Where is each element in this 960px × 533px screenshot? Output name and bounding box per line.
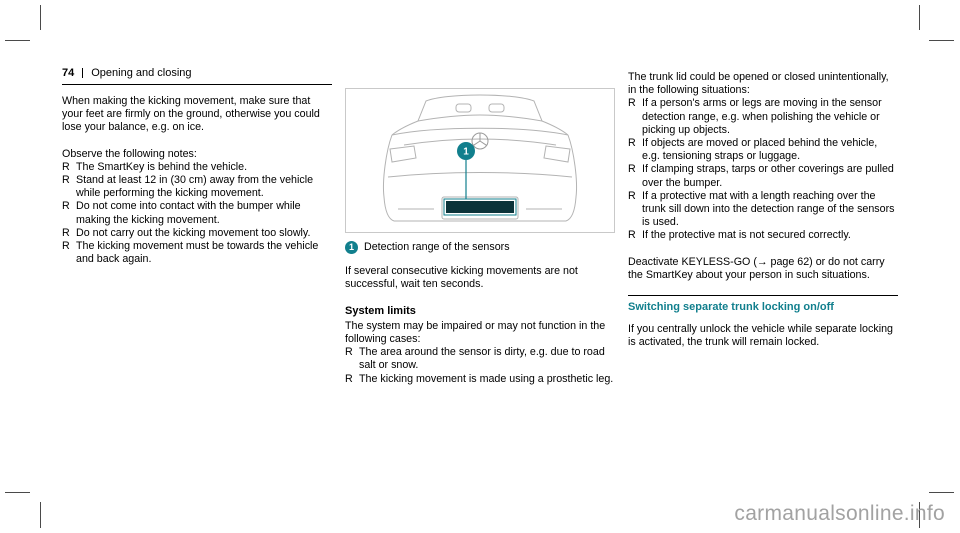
list-item-text: If clamping straps, tarps or other cover… (642, 163, 894, 189)
list-item-text: The area around the sensor is dirty, e.g… (359, 346, 605, 372)
head-restraint-left (455, 103, 472, 113)
callout-1-badge (457, 142, 475, 160)
crop-mark (929, 40, 954, 41)
list-item-text: If a protective mat with a length reachi… (642, 189, 895, 229)
crop-mark (919, 5, 920, 30)
figure-caption-text: Detection range of the sensors (364, 241, 510, 253)
bullet-marker: R (62, 240, 70, 253)
list-item: R The kicking movement is made using a p… (345, 373, 615, 386)
subsection-heading: Switching separate trunk locking on/off (628, 295, 898, 314)
chapter-title: Opening and closing (91, 67, 192, 79)
taillight-right (543, 145, 571, 163)
list-item-text: Stand at least 12 in (30 cm) away from t… (76, 174, 314, 200)
figure-caption: 1 Detection range of the sensors (345, 241, 615, 254)
list-item: R If objects are moved or placed behind … (628, 137, 898, 163)
crop-mark (919, 502, 920, 528)
list-item: R The area around the sensor is dirty, e… (345, 346, 615, 372)
crop-mark (40, 502, 41, 528)
paragraph: The system may be impaired or may not fu… (345, 319, 606, 346)
column-right: The trunk lid could be opened or closed … (628, 71, 898, 363)
body-left (383, 134, 395, 222)
list-item: R If a person's arms or legs are moving … (628, 97, 898, 137)
callout-1-badge: 1 (345, 241, 358, 254)
mercedes-star-icon (471, 132, 489, 150)
shoulder-line (391, 127, 569, 136)
list-item-text: The SmartKey is behind the vehicle. (76, 160, 248, 173)
page-header: 74 Opening and closing (62, 67, 332, 85)
bullet-list: R The SmartKey is behind the vehicle. R … (62, 161, 332, 267)
bullet-marker: R (62, 174, 70, 187)
bullet-marker: R (628, 229, 636, 242)
spacer (628, 243, 898, 256)
list-item: R If clamping straps, tarps or other cov… (628, 163, 898, 189)
bullet-marker: R (628, 137, 636, 150)
list-item: R If the protective mat is not secured c… (628, 229, 898, 242)
detection-range-outline (443, 198, 517, 216)
list-item-text: Do not carry out the kicking movement to… (76, 226, 311, 239)
crop-mark (5, 492, 30, 493)
list-item-text: Do not come into contact with the bumper… (76, 200, 301, 226)
list-item: R The SmartKey is behind the vehicle. (62, 161, 332, 174)
paragraph: Deactivate KEYLESS-GO (→ page 62) or do … (628, 255, 885, 281)
list-item: R Stand at least 12 in (30 cm) away from… (62, 174, 332, 200)
header-divider (82, 68, 84, 78)
list-item: R Do not come into contact with the bump… (62, 200, 332, 226)
column-middle: 1 Detection range of the sensors If seve… (345, 241, 615, 386)
crop-mark (40, 5, 41, 30)
head-restraint-right (488, 103, 505, 113)
paragraph: When making the kicking movement, make s… (62, 95, 320, 134)
page-number: 74 (62, 67, 75, 79)
car-rear-illustration: 1 (383, 94, 577, 222)
crop-mark (929, 492, 954, 493)
bullet-marker: R (62, 200, 70, 213)
list-item-text: If the protective mat is not secured cor… (642, 229, 851, 242)
bullet-marker: R (628, 189, 636, 202)
section-heading: System limits (345, 304, 416, 317)
license-plate (441, 196, 519, 220)
list-item-text: The kicking movement is made using a pro… (359, 372, 614, 385)
paragraph: Observe the following notes: (62, 147, 197, 160)
list-item-text: If a person's arms or legs are moving in… (642, 97, 882, 136)
crop-mark (5, 40, 30, 41)
bullet-list: R If a person's arms or legs are moving … (628, 97, 898, 242)
list-item: R If a protective mat with a length reac… (628, 190, 898, 230)
paragraph: If several consecutive kicking movements… (345, 265, 578, 291)
bumper-top (387, 172, 573, 178)
bullet-marker: R (345, 372, 353, 385)
detection-range-bar (446, 201, 514, 213)
paragraph: The trunk lid could be opened or closed … (628, 71, 889, 97)
bullet-marker: R (628, 97, 636, 110)
taillight-left (389, 145, 417, 163)
bullet-marker: R (62, 160, 70, 173)
bullet-marker: R (628, 163, 636, 176)
figure-frame: 1 (345, 88, 615, 233)
bullet-marker: R (62, 226, 70, 239)
watermark: carmanualsonline.info (734, 502, 945, 525)
list-item: R Do not carry out the kicking movement … (62, 227, 332, 240)
callout-1-number: 1 (463, 147, 469, 158)
list-item-text: If objects are moved or placed behind th… (642, 137, 878, 163)
list-item: R The kicking movement must be towards t… (62, 240, 332, 266)
list-item-text: The kicking movement must be towards the… (76, 240, 319, 266)
body-right (565, 134, 577, 222)
column-left: When making the kicking movement, make s… (62, 95, 332, 266)
bullet-list: R The area around the sensor is dirty, e… (345, 346, 615, 386)
soft-top (417, 94, 543, 122)
bullet-marker: R (345, 346, 353, 359)
paragraph: If you centrally unlock the vehicle whil… (628, 323, 893, 349)
